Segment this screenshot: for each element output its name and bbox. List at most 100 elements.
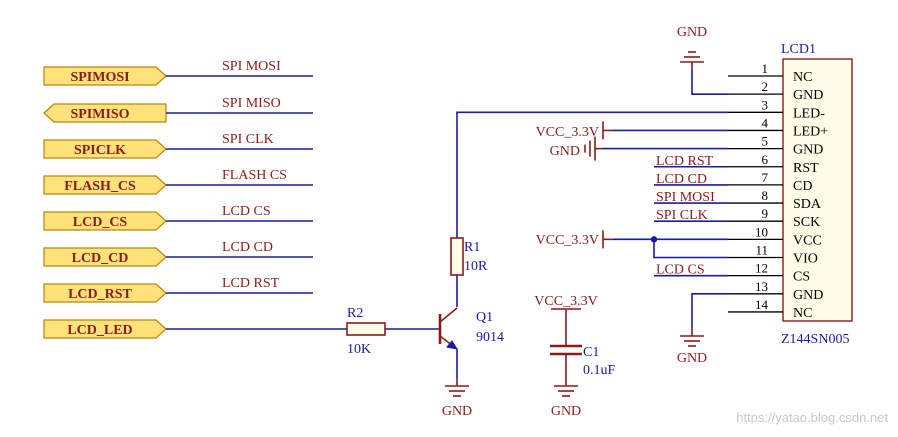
lcd-pin-number: 14: [755, 297, 769, 312]
lcd-pin-number: 1: [762, 61, 769, 76]
port-shape: [43, 175, 167, 195]
lcd-pin-number: 12: [755, 261, 768, 276]
lcd-pin-name: RST: [793, 161, 819, 176]
net-label: SPI MISO: [222, 96, 281, 111]
watermark: https://yatao.blog.csdn.net: [736, 410, 888, 425]
q1-transistor: [438, 307, 459, 350]
r1-ref: R1: [464, 240, 480, 255]
lcd-pin-number: 13: [755, 279, 768, 294]
c1-value: 0.1uF: [583, 363, 616, 378]
vcc-label-vcc: VCC_3.3V: [536, 233, 599, 248]
parts: [346, 51, 704, 397]
lcd-pin-name: NC: [793, 70, 812, 85]
lcd-net-label: LCD RST: [656, 154, 714, 169]
lcd-net-label: SPI CLK: [656, 208, 708, 223]
net-label: LCD RST: [222, 276, 280, 291]
lcd-net-label: SPI MOSI: [656, 190, 715, 205]
gnd-label-lcd5: GND: [550, 144, 580, 159]
port-shape: [43, 66, 167, 86]
vcc-label-led: VCC_3.3V: [536, 125, 599, 140]
q1-collector: [439, 307, 458, 323]
r2-ref: R2: [347, 306, 363, 321]
port-shape: [43, 211, 167, 231]
lcd-designator: LCD1: [781, 42, 816, 57]
port-lcd-rst: LCD_RST LCD RST: [43, 276, 313, 303]
r1-value: 10R: [464, 259, 488, 274]
net-label: SPI CLK: [222, 132, 274, 147]
port-lcd-led: LCD_LED: [43, 319, 347, 339]
gnd-label-c1: GND: [551, 404, 581, 419]
port-label: SPIMOSI: [70, 70, 129, 85]
wire-lcd-pin3: [456, 111, 728, 238]
port-shape: [43, 247, 167, 267]
lcd-pin-name: NC: [793, 306, 812, 321]
r2-value: 10K: [347, 342, 371, 357]
lcd-pin-name: CS: [793, 270, 810, 285]
vcc-symbol-led: [602, 121, 613, 140]
net-label: LCD CS: [222, 204, 271, 219]
gnd-symbol-lcd13: [680, 328, 704, 347]
port-list: SPIMOSI SPI MOSI SPIMISO SPI MISO SPICLK SPI …: [43, 59, 347, 339]
port-label: SPICLK: [74, 143, 126, 158]
lcd-pin-number: 2: [762, 79, 769, 94]
lcd-pin-number: 5: [762, 134, 769, 149]
port-label: FLASH_CS: [64, 179, 136, 194]
q1-value: 9014: [476, 330, 504, 345]
port-spiclk: SPICLK SPI CLK: [43, 132, 313, 159]
port-shape: [43, 319, 167, 339]
gnd-label-lcd13: GND: [677, 351, 707, 366]
q1-ref: Q1: [476, 310, 493, 325]
lcd-net-label: LCD CD: [656, 172, 707, 187]
lcd-pin-number: 7: [762, 170, 769, 185]
lcd-body: [782, 58, 853, 322]
lcd-pin-number: 9: [762, 206, 769, 221]
lcd-pin-name: GND: [793, 143, 823, 158]
gnd-symbol-top: [680, 51, 704, 70]
wire-lcd-pin11: [653, 239, 728, 259]
net-label: SPI MOSI: [222, 59, 281, 74]
lcd-pin-number: 8: [762, 188, 769, 203]
lcd-pin-name: VCC: [793, 233, 822, 248]
port-shape: [43, 283, 167, 303]
lcd-pin-name: CD: [793, 179, 812, 194]
lcd-pin-number: 11: [755, 243, 768, 258]
gnd-symbol-c1: [554, 378, 578, 397]
port-label: LCD_LED: [67, 323, 132, 338]
lcd-pin-name: GND: [793, 88, 823, 103]
q1-emitter-arrow: [446, 340, 459, 350]
gnd-label-top: GND: [677, 25, 707, 40]
lcd-pin-name: GND: [793, 288, 823, 303]
lcd-pin-name: SCK: [793, 215, 820, 230]
vcc-symbol-vcc: [602, 230, 613, 249]
port-label: LCD_CS: [73, 215, 128, 230]
lcd-pin-number: 10: [755, 224, 768, 239]
lcd-pin-number: 4: [762, 115, 769, 130]
port-spimiso: SPIMISO SPI MISO: [43, 96, 313, 123]
wire-lcd-pin2: [691, 70, 728, 95]
c1-ref: C1: [583, 345, 599, 360]
lcd-pin-name: VIO: [793, 252, 818, 267]
vcc-label-c1: VCC_3.3V: [534, 294, 597, 309]
junction-dot: [650, 236, 658, 243]
gnd-symbol-lcd5: [584, 136, 603, 161]
lcd-pin-number: 3: [762, 97, 769, 112]
lcd-pin-name: LED+: [793, 124, 828, 139]
lcd-part-number: Z144SN005: [781, 332, 849, 347]
port-lcd-cs: LCD_CS LCD CS: [43, 204, 313, 231]
port-spimosi: SPIMOSI SPI MOSI: [43, 59, 313, 86]
port-label: SPIMISO: [70, 107, 129, 122]
net-label: LCD CD: [222, 240, 273, 255]
lcd-pin-name: SDA: [793, 197, 822, 212]
wire-lcd-pin13: [691, 292, 728, 328]
r1-resistor: [450, 237, 464, 276]
port-lcd-cd: LCD_CD LCD CD: [43, 240, 313, 267]
r2-resistor: [346, 322, 386, 336]
port-label: LCD_RST: [68, 287, 132, 302]
port-shape: [43, 139, 167, 159]
gnd-label-q1: GND: [442, 404, 472, 419]
lcd-net-label: LCD CS: [656, 263, 705, 278]
port-label: LCD_CD: [72, 251, 129, 266]
